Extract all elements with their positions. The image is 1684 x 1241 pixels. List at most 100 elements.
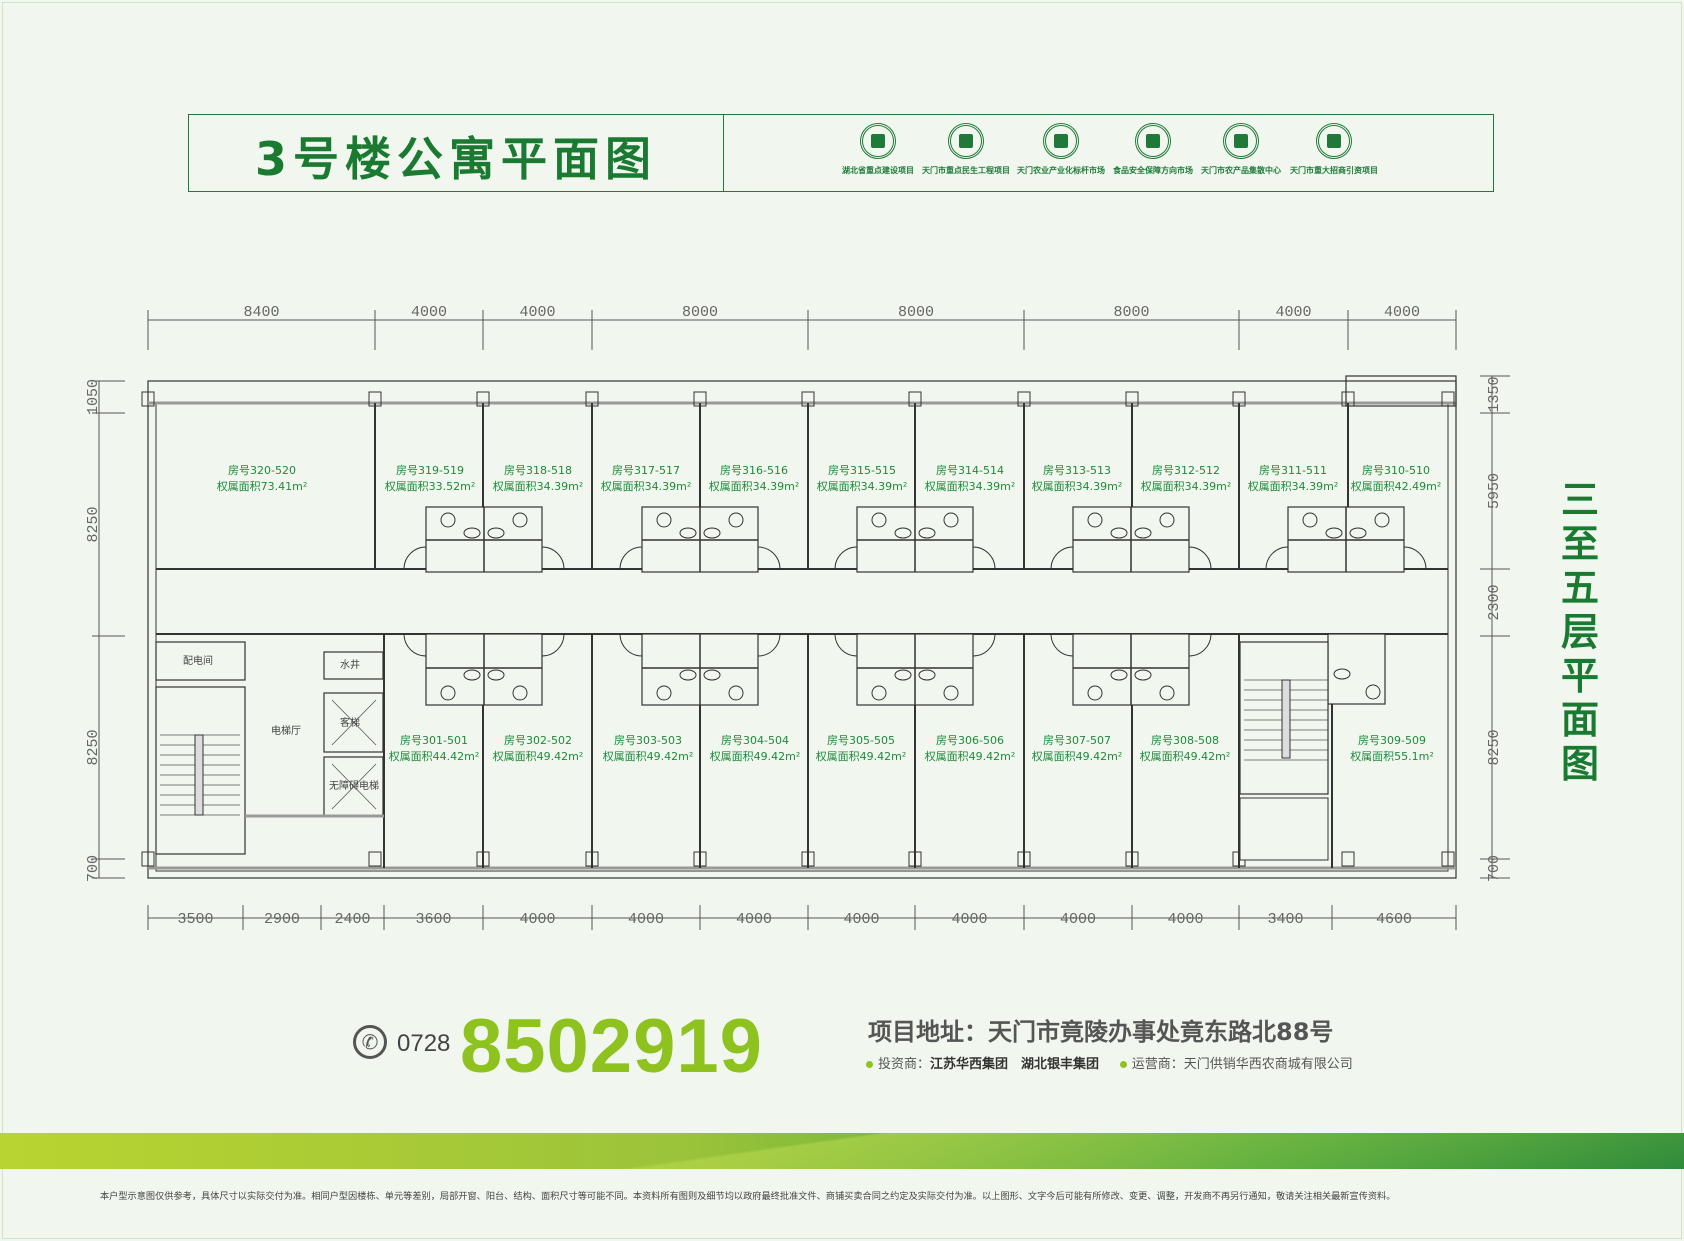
room-area: 权属面积34.39m²	[601, 480, 692, 493]
dimension-label: 700	[1486, 855, 1503, 882]
passenger-elevator-label: 客梯	[340, 716, 360, 729]
room-area: 权属面积49.42m²	[493, 750, 584, 763]
column	[141, 851, 155, 867]
door-swing-icon	[403, 633, 427, 657]
room-number: 房号319-519	[396, 464, 464, 477]
dimension-label: 8250	[1486, 729, 1503, 765]
toilet-icon	[918, 669, 936, 681]
investors: 江苏华西集团 湖北银丰集团	[930, 1057, 1100, 1072]
honor-badge: 天门市重大招商引资项目	[1279, 123, 1389, 176]
room-area: 权属面积34.39m²	[817, 480, 908, 493]
toilet-icon	[487, 527, 505, 539]
room-area: 权属面积49.42m²	[1140, 750, 1231, 763]
room-number: 房号302-502	[504, 734, 572, 747]
dimension-label: 1050	[85, 379, 102, 415]
room-number: 房号312-512	[1152, 464, 1220, 477]
room-number: 房号301-501	[400, 734, 468, 747]
floor-title: 三至五层平面图	[1560, 478, 1599, 786]
sink-icon	[512, 512, 528, 528]
grid-icon	[1223, 123, 1259, 159]
column	[1441, 851, 1455, 867]
room-area: 权属面积34.39m²	[709, 480, 800, 493]
bathroom-core	[1327, 633, 1386, 705]
door-swing-icon	[619, 546, 643, 570]
room-number: 房号308-508	[1151, 734, 1219, 747]
door-swing-icon	[1050, 633, 1074, 657]
toilet-icon	[894, 527, 912, 539]
honor-badge: 天门市重点民生工程项目	[911, 123, 1021, 176]
elevator-cross	[331, 699, 377, 746]
room-area: 权属面积34.39m²	[493, 480, 584, 493]
column	[585, 851, 599, 867]
toilet-icon	[894, 669, 912, 681]
sink-icon	[1087, 685, 1103, 701]
sink-icon	[656, 685, 672, 701]
room-number: 房号304-504	[721, 734, 789, 747]
room-area: 权属面积49.42m²	[710, 750, 801, 763]
dimension-label: 8000	[1113, 304, 1149, 321]
dimension-label: 2900	[264, 911, 300, 928]
dimension-label: 4000	[736, 911, 772, 928]
room-number: 房号317-517	[612, 464, 680, 477]
room-number: 房号320-520	[228, 464, 296, 477]
room-number: 房号309-509	[1358, 734, 1426, 747]
honor-label: 天门市重大招商引资项目	[1290, 166, 1378, 175]
sink-icon	[943, 512, 959, 528]
room-area: 权属面积34.39m²	[925, 480, 1016, 493]
column	[801, 391, 815, 407]
sink-icon	[871, 685, 887, 701]
column	[368, 851, 382, 867]
sink-icon	[656, 512, 672, 528]
phone-number: 8502919	[460, 1004, 763, 1089]
door-swing-icon	[541, 633, 565, 657]
toilet-icon	[463, 527, 481, 539]
door-swing-icon	[1403, 546, 1427, 570]
column	[141, 391, 155, 407]
room-number: 房号313-513	[1043, 464, 1111, 477]
column	[585, 391, 599, 407]
dimension-label: 8400	[243, 304, 279, 321]
north-east-balcony	[1345, 375, 1457, 407]
door-swing-icon	[757, 546, 781, 570]
water-well	[323, 651, 384, 680]
room-number: 房号310-510	[1362, 464, 1430, 477]
room-number: 房号303-503	[614, 734, 682, 747]
sink-icon	[440, 685, 456, 701]
sink-icon	[1159, 512, 1175, 528]
column	[1017, 391, 1031, 407]
toilet-icon	[1325, 527, 1343, 539]
door-swing-icon	[834, 633, 858, 657]
phone-icon: ✆	[353, 1025, 387, 1059]
honor-badge: 湖北省重点建设项目	[823, 123, 933, 176]
dimension-label: 4600	[1376, 911, 1412, 928]
honor-label: 湖北省重点建设项目	[842, 166, 914, 175]
sink-icon	[440, 512, 456, 528]
door-swing-icon	[403, 546, 427, 570]
door-swing-icon	[1188, 633, 1212, 657]
bullet-icon	[1119, 1061, 1127, 1068]
door-swing-icon	[834, 546, 858, 570]
sink-icon	[1087, 512, 1103, 528]
dimension-label: 2300	[1486, 584, 1503, 620]
column	[693, 851, 707, 867]
room-area: 权属面积73.41m²	[217, 480, 308, 493]
door-swing-icon	[972, 633, 996, 657]
disclaimer: 本户型示意图仅供参考，具体尺寸以实际交付为准。相同户型因楼栋、单元等差别，局部开…	[100, 1191, 1396, 1202]
column	[1125, 851, 1139, 867]
dimension-label: 8000	[682, 304, 718, 321]
room-number: 房号311-511	[1259, 464, 1327, 477]
room-number: 房号318-518	[504, 464, 572, 477]
toilet-icon	[1134, 669, 1152, 681]
room-number: 房号316-516	[720, 464, 788, 477]
column	[908, 851, 922, 867]
page-title: 3号楼公寓平面图	[254, 132, 657, 186]
room-area: 权属面积42.49m²	[1351, 480, 1442, 493]
power-room-label: 配电间	[183, 654, 213, 667]
investor-operator-line: 投资商：江苏华西集团 湖北银丰集团 运营商：天门供销华西农商城有限公司	[866, 1053, 1353, 1072]
stair-rail	[194, 734, 204, 816]
toilet-icon	[679, 527, 697, 539]
honor-label: 食品安全保障方向市场	[1113, 166, 1193, 175]
room-number: 房号305-505	[827, 734, 895, 747]
honor-label: 天门农业产业化标杆市场	[1017, 166, 1105, 175]
